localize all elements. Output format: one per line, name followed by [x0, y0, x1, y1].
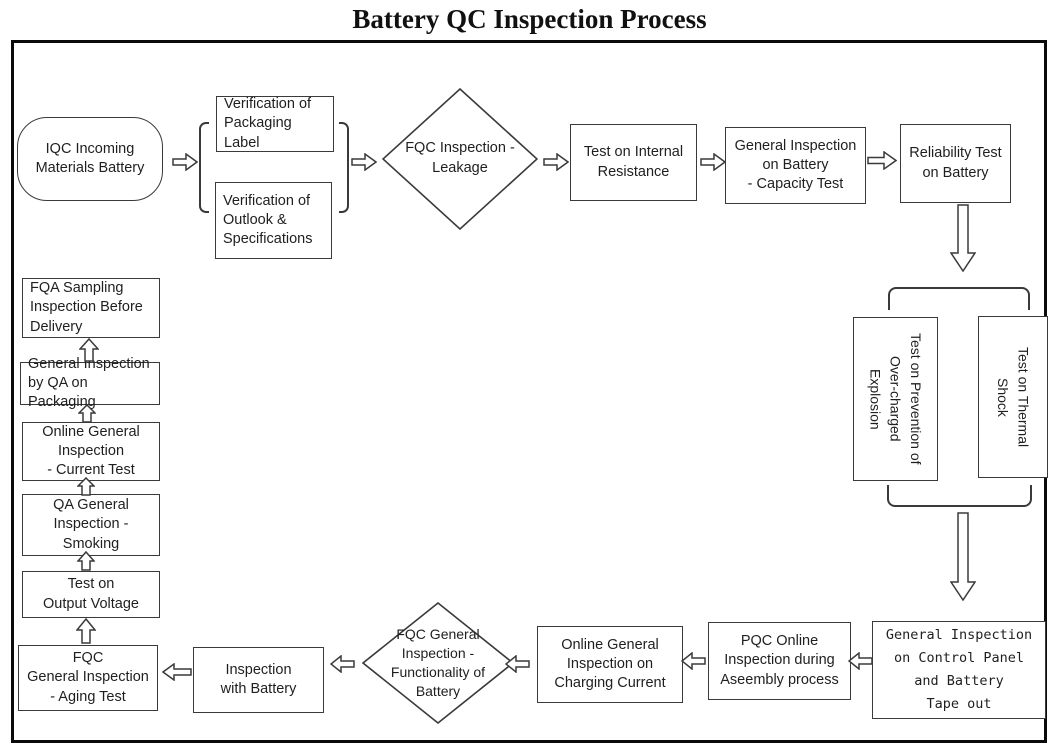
node-fqa-sampling-delivery: FQA Sampling Inspection Before Delivery: [22, 278, 160, 338]
node-online-inspection-charging-current: Online General Inspection on Charging Cu…: [537, 626, 683, 703]
flow-arrow-left-icon: [505, 655, 530, 673]
flow-arrow-left-icon: [162, 663, 192, 681]
flow-arrow-up-icon: [79, 338, 99, 362]
node-iqc-incoming-materials: IQC Incoming Materials Battery: [17, 117, 163, 201]
flow-arrow-right-icon: [172, 153, 198, 171]
group-bracket-bottom: [887, 485, 1032, 507]
flow-arrow-left-icon: [681, 652, 706, 670]
page-title: Battery QC Inspection Process: [352, 4, 707, 34]
node-fqc-general-functionality: FQC General Inspection - Functionality o…: [362, 602, 514, 724]
diamond-shape: [382, 88, 538, 230]
flow-arrow-down-icon: [950, 512, 976, 601]
node-fqc-inspection-leakage: FQC Inspection - Leakage: [382, 88, 538, 230]
group-bracket-top: [888, 287, 1030, 310]
node-general-inspection-packaging: General Inspection by QA on Packaging: [20, 356, 160, 410]
flow-arrow-right-icon: [543, 153, 569, 171]
node-fqc-aging-test: FQC General Inspection - Aging Test: [18, 645, 158, 711]
diamond-label: FQC Inspection - Leakage: [405, 140, 515, 176]
node-verification-outlook-specifications: Verification of Outlook & Specifications: [215, 182, 332, 259]
diamond-label: FQC General Inspection - Functionality o…: [390, 626, 486, 699]
node-general-inspection-capacity-test: General Inspection on Battery - Capacity…: [725, 127, 866, 204]
node-qa-inspection-smoking: QA General Inspection - Smoking: [22, 494, 160, 556]
node-test-internal-resistance: Test on Internal Resistance: [570, 124, 697, 201]
group-bracket-left: [199, 122, 209, 213]
flow-arrow-up-icon: [78, 404, 96, 423]
node-general-inspection-control-panel: General Inspection on Control Panel and …: [872, 621, 1046, 719]
flow-arrow-right-icon: [700, 153, 726, 171]
flow-arrow-left-icon: [848, 652, 873, 670]
flow-arrow-up-icon: [77, 477, 95, 496]
flow-arrow-up-icon: [76, 618, 96, 644]
node-online-inspection-current-test: Online General Inspection - Current Test: [22, 422, 160, 481]
group-bracket-right: [339, 122, 349, 213]
flow-arrow-down-icon: [950, 204, 976, 272]
node-pqc-online-inspection-assembly: PQC Online Inspection during Aseembly pr…: [708, 622, 851, 700]
node-test-overcharged-explosion: Test on Prevention of Over-charged Explo…: [853, 317, 938, 481]
flow-arrow-right-icon: [351, 153, 377, 171]
diamond-shape: [362, 602, 514, 724]
node-inspection-with-battery: Inspection with Battery: [193, 647, 324, 713]
node-verification-packaging-label: Verification of Packaging Label: [216, 96, 334, 152]
node-test-thermal-shock: Test on Thermal Shock: [978, 316, 1048, 478]
flow-arrow-right-icon: [867, 151, 897, 170]
flow-arrow-up-icon: [77, 551, 95, 571]
flow-arrow-left-icon: [330, 655, 355, 673]
node-test-output-voltage: Test on Output Voltage: [22, 571, 160, 618]
node-reliability-test-battery: Reliability Test on Battery: [900, 124, 1011, 203]
